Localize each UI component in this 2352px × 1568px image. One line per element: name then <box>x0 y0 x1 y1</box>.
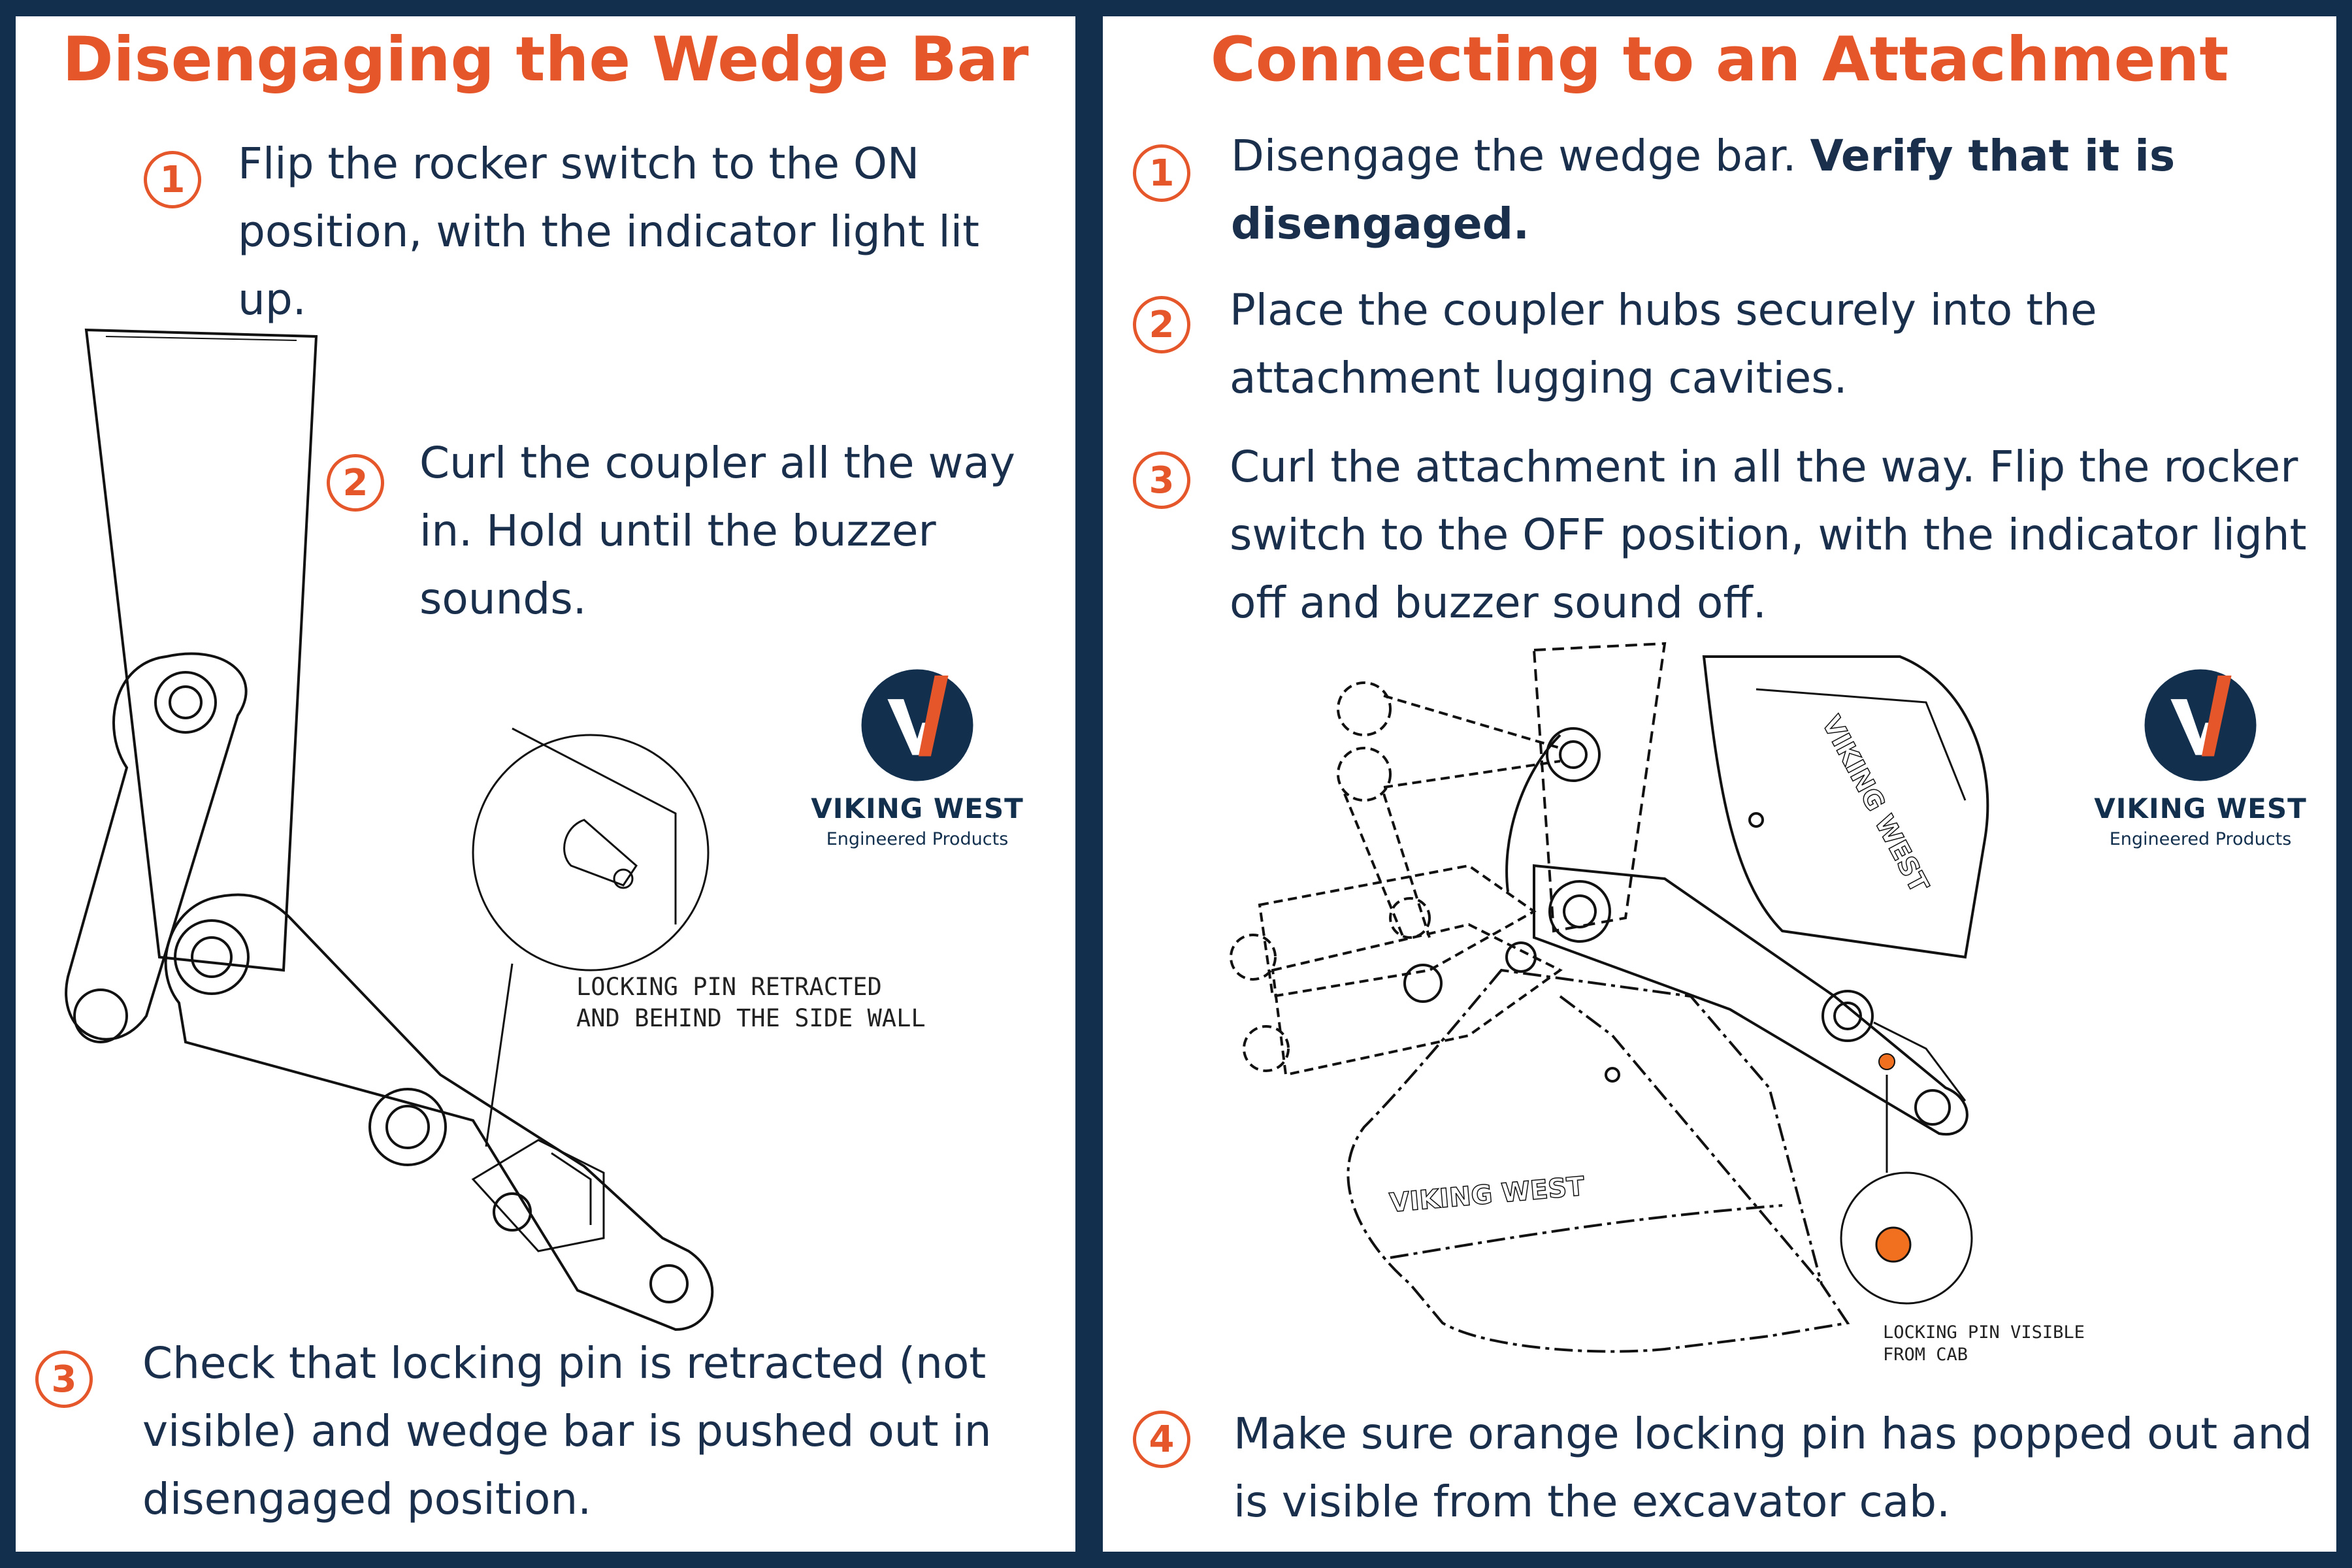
bucket-branding-text: VIKING WEST <box>1388 1171 1586 1218</box>
left-instruction-panel: Disengaging the Wedge Bar 1 Flip the roc… <box>16 16 1075 1552</box>
step-2-text: Curl the coupler all the way in. Hold un… <box>419 438 1015 624</box>
step-3-text: Check that locking pin is retracted (not… <box>142 1338 992 1524</box>
step-4-text: Make sure orange locking pin has popped … <box>1233 1409 2313 1527</box>
left-panel-title: Disengaging the Wedge Bar <box>62 24 1029 95</box>
logo-wordmark: VIKING WEST <box>2094 792 2307 825</box>
step-3-badge: 3 <box>1133 451 1190 509</box>
viking-west-logo: VIKING WEST Engineered Products <box>800 663 1035 853</box>
logo-tagline: Engineered Products <box>2109 829 2292 849</box>
right-panel-title: Connecting to an Attachment <box>1210 24 2229 95</box>
step-1-text-regular: Disengage the wedge bar. <box>1231 131 1810 181</box>
step-2-badge: 2 <box>327 454 384 512</box>
viking-west-logo-icon <box>2144 669 2257 781</box>
viking-west-logo-icon <box>861 669 973 781</box>
step-1-badge: 1 <box>144 151 201 208</box>
viking-west-logo: VIKING WEST Engineered Products <box>2083 663 2318 853</box>
step-2-badge: 2 <box>1133 296 1190 353</box>
coupler-drawing-connect: VIKING WEST VIKING WEST <box>1194 630 2070 1388</box>
step-3-badge: 3 <box>35 1350 93 1408</box>
locking-pin-visible-callout: LOCKING PIN VISIBLE FROM CAB <box>1883 1322 2085 1365</box>
logo-tagline: Engineered Products <box>826 829 1009 849</box>
step-1-text: Disengage the wedge bar. Verify that it … <box>1231 122 2289 258</box>
step-2-text: Place the coupler hubs securely into the… <box>1230 285 2097 403</box>
step-1-text-bold: Verify that it is disengaged. <box>1231 131 2176 249</box>
right-instruction-panel: Connecting to an Attachment 1 Disengage … <box>1103 16 2336 1552</box>
step-1-text: Flip the rocker switch to the ON positio… <box>238 139 979 325</box>
coupler-drawing-disengage <box>16 310 800 1343</box>
logo-wordmark: VIKING WEST <box>811 792 1024 825</box>
bucket-branding-text-rotated: VIKING WEST <box>1816 711 1935 898</box>
step-3-text: Curl the attachment in all the way. Flip… <box>1230 442 2307 628</box>
step-1-badge: 1 <box>1133 144 1190 202</box>
locking-pin-retracted-callout: LOCKING PIN RETRACTED AND BEHIND THE SID… <box>576 973 926 1032</box>
step-4-badge: 4 <box>1133 1411 1190 1468</box>
